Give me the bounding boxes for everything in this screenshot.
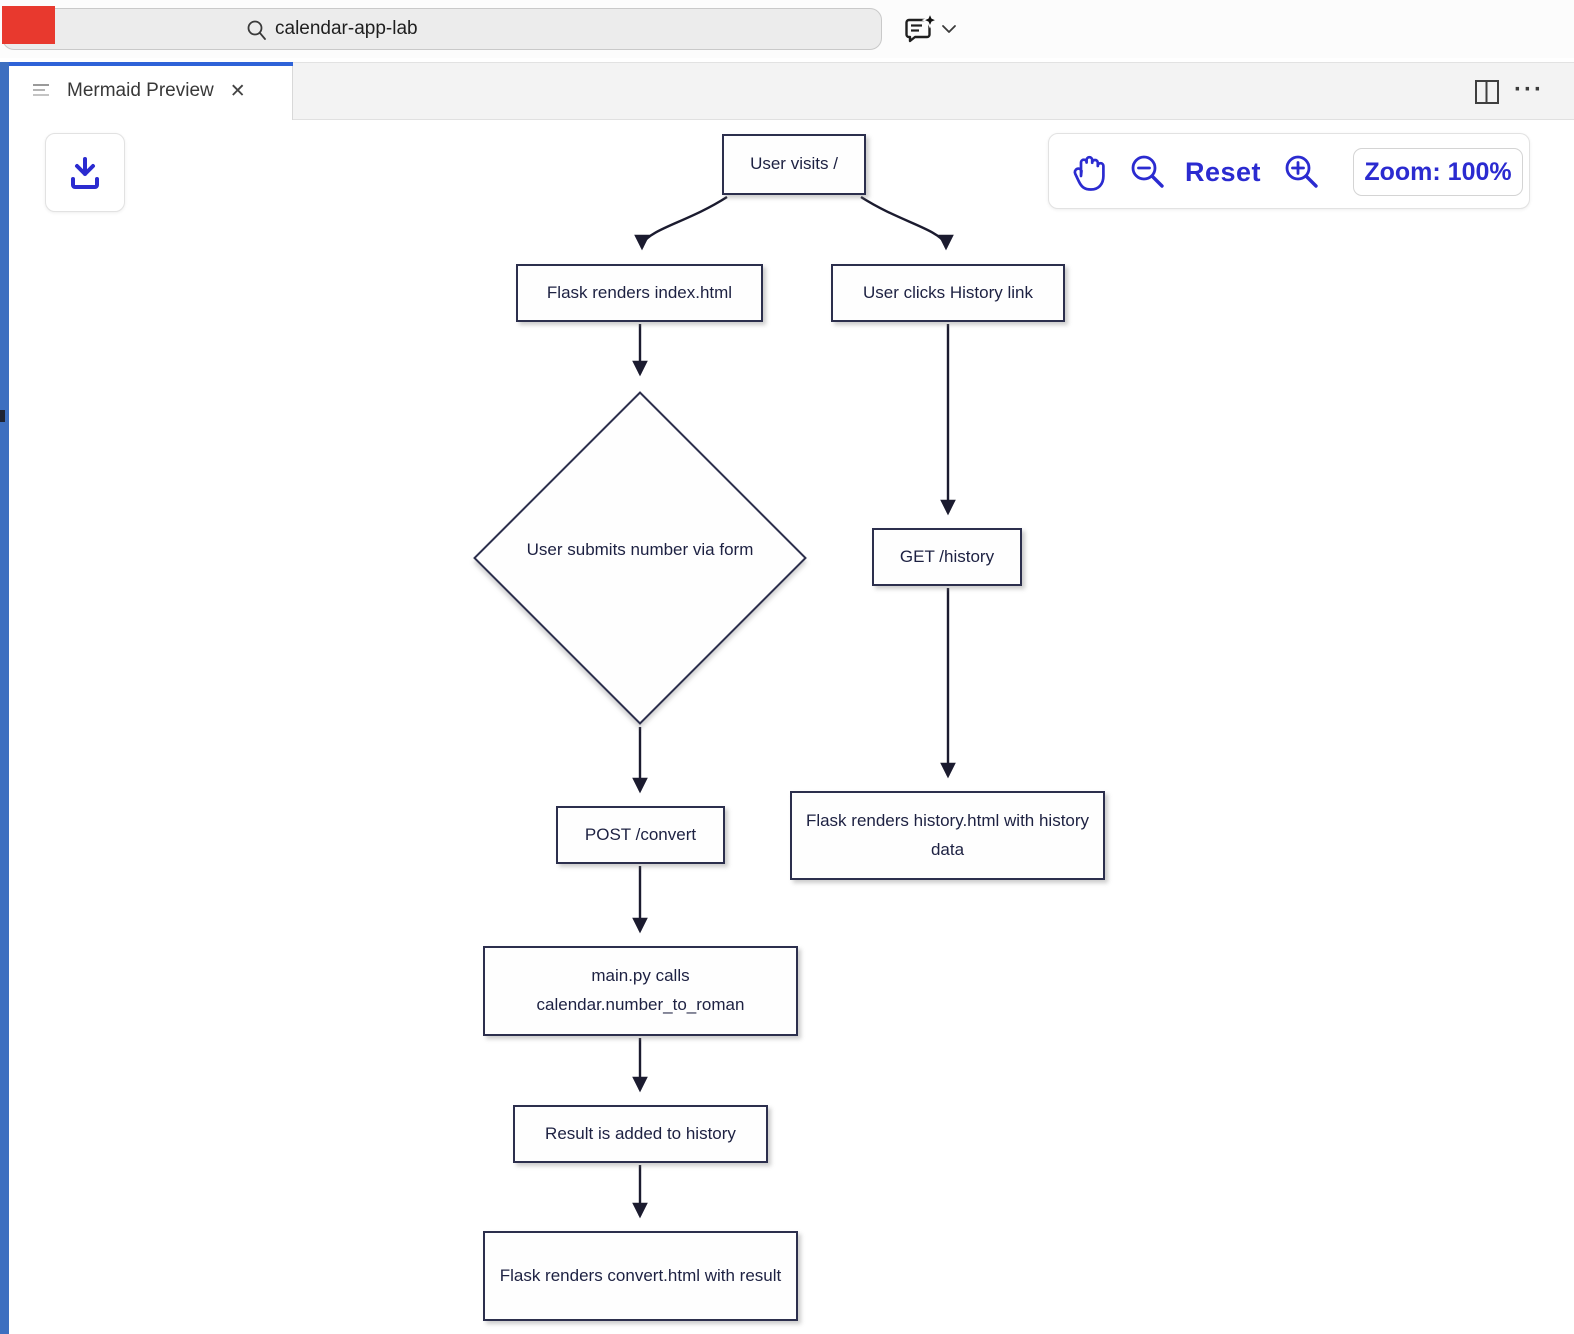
download-button[interactable] [45, 133, 125, 212]
close-icon[interactable]: ✕ [229, 80, 246, 102]
tab-bar-divider [293, 119, 1574, 120]
compose-sparkle-icon[interactable] [903, 12, 939, 48]
chevron-down-icon[interactable] [938, 20, 960, 38]
search-input[interactable] [275, 9, 835, 49]
tab-title: Mermaid Preview [67, 80, 214, 101]
flow-node-flask-index: Flask renders index.html [516, 264, 763, 322]
flow-node-history-link: User clicks History link [831, 264, 1065, 322]
active-tab-indicator [0, 62, 293, 66]
flow-node-submit-form-label: User submits number via form [526, 540, 754, 559]
flow-node-result-added: Result is added to history [513, 1105, 768, 1163]
editor-left-accent-bar [0, 62, 9, 1334]
more-actions-icon[interactable]: ··· [1514, 76, 1544, 103]
top-bar [0, 0, 1574, 58]
flow-node-post-convert: POST /convert [556, 806, 725, 864]
search-box[interactable] [2, 8, 882, 50]
flow-node-main-py: main.py calls calendar.number_to_roman [483, 946, 798, 1036]
flow-node-get-history: GET /history [872, 528, 1022, 586]
split-editor-icon[interactable] [1473, 78, 1501, 106]
left-bar-notch [0, 410, 5, 422]
zoom-level-indicator[interactable]: Zoom: 100% [1353, 148, 1523, 196]
flow-node-flask-convert: Flask renders convert.html with result [483, 1231, 798, 1321]
download-icon [71, 156, 99, 189]
search-icon [247, 20, 266, 40]
red-marker [2, 6, 55, 44]
preview-list-icon [33, 83, 53, 99]
zoom-in-icon[interactable] [1281, 152, 1325, 196]
reset-button[interactable]: Reset [1185, 156, 1262, 187]
pan-hand-icon[interactable] [1067, 152, 1109, 194]
tab-mermaid-preview[interactable]: Mermaid Preview ✕ [9, 62, 293, 120]
zoom-out-icon[interactable] [1127, 152, 1171, 196]
flow-node-user-visits: User visits / [722, 134, 866, 195]
zoom-toolbar: Reset Zoom: 100% [1048, 133, 1530, 209]
flow-node-flask-history: Flask renders history.html with history … [790, 791, 1105, 880]
